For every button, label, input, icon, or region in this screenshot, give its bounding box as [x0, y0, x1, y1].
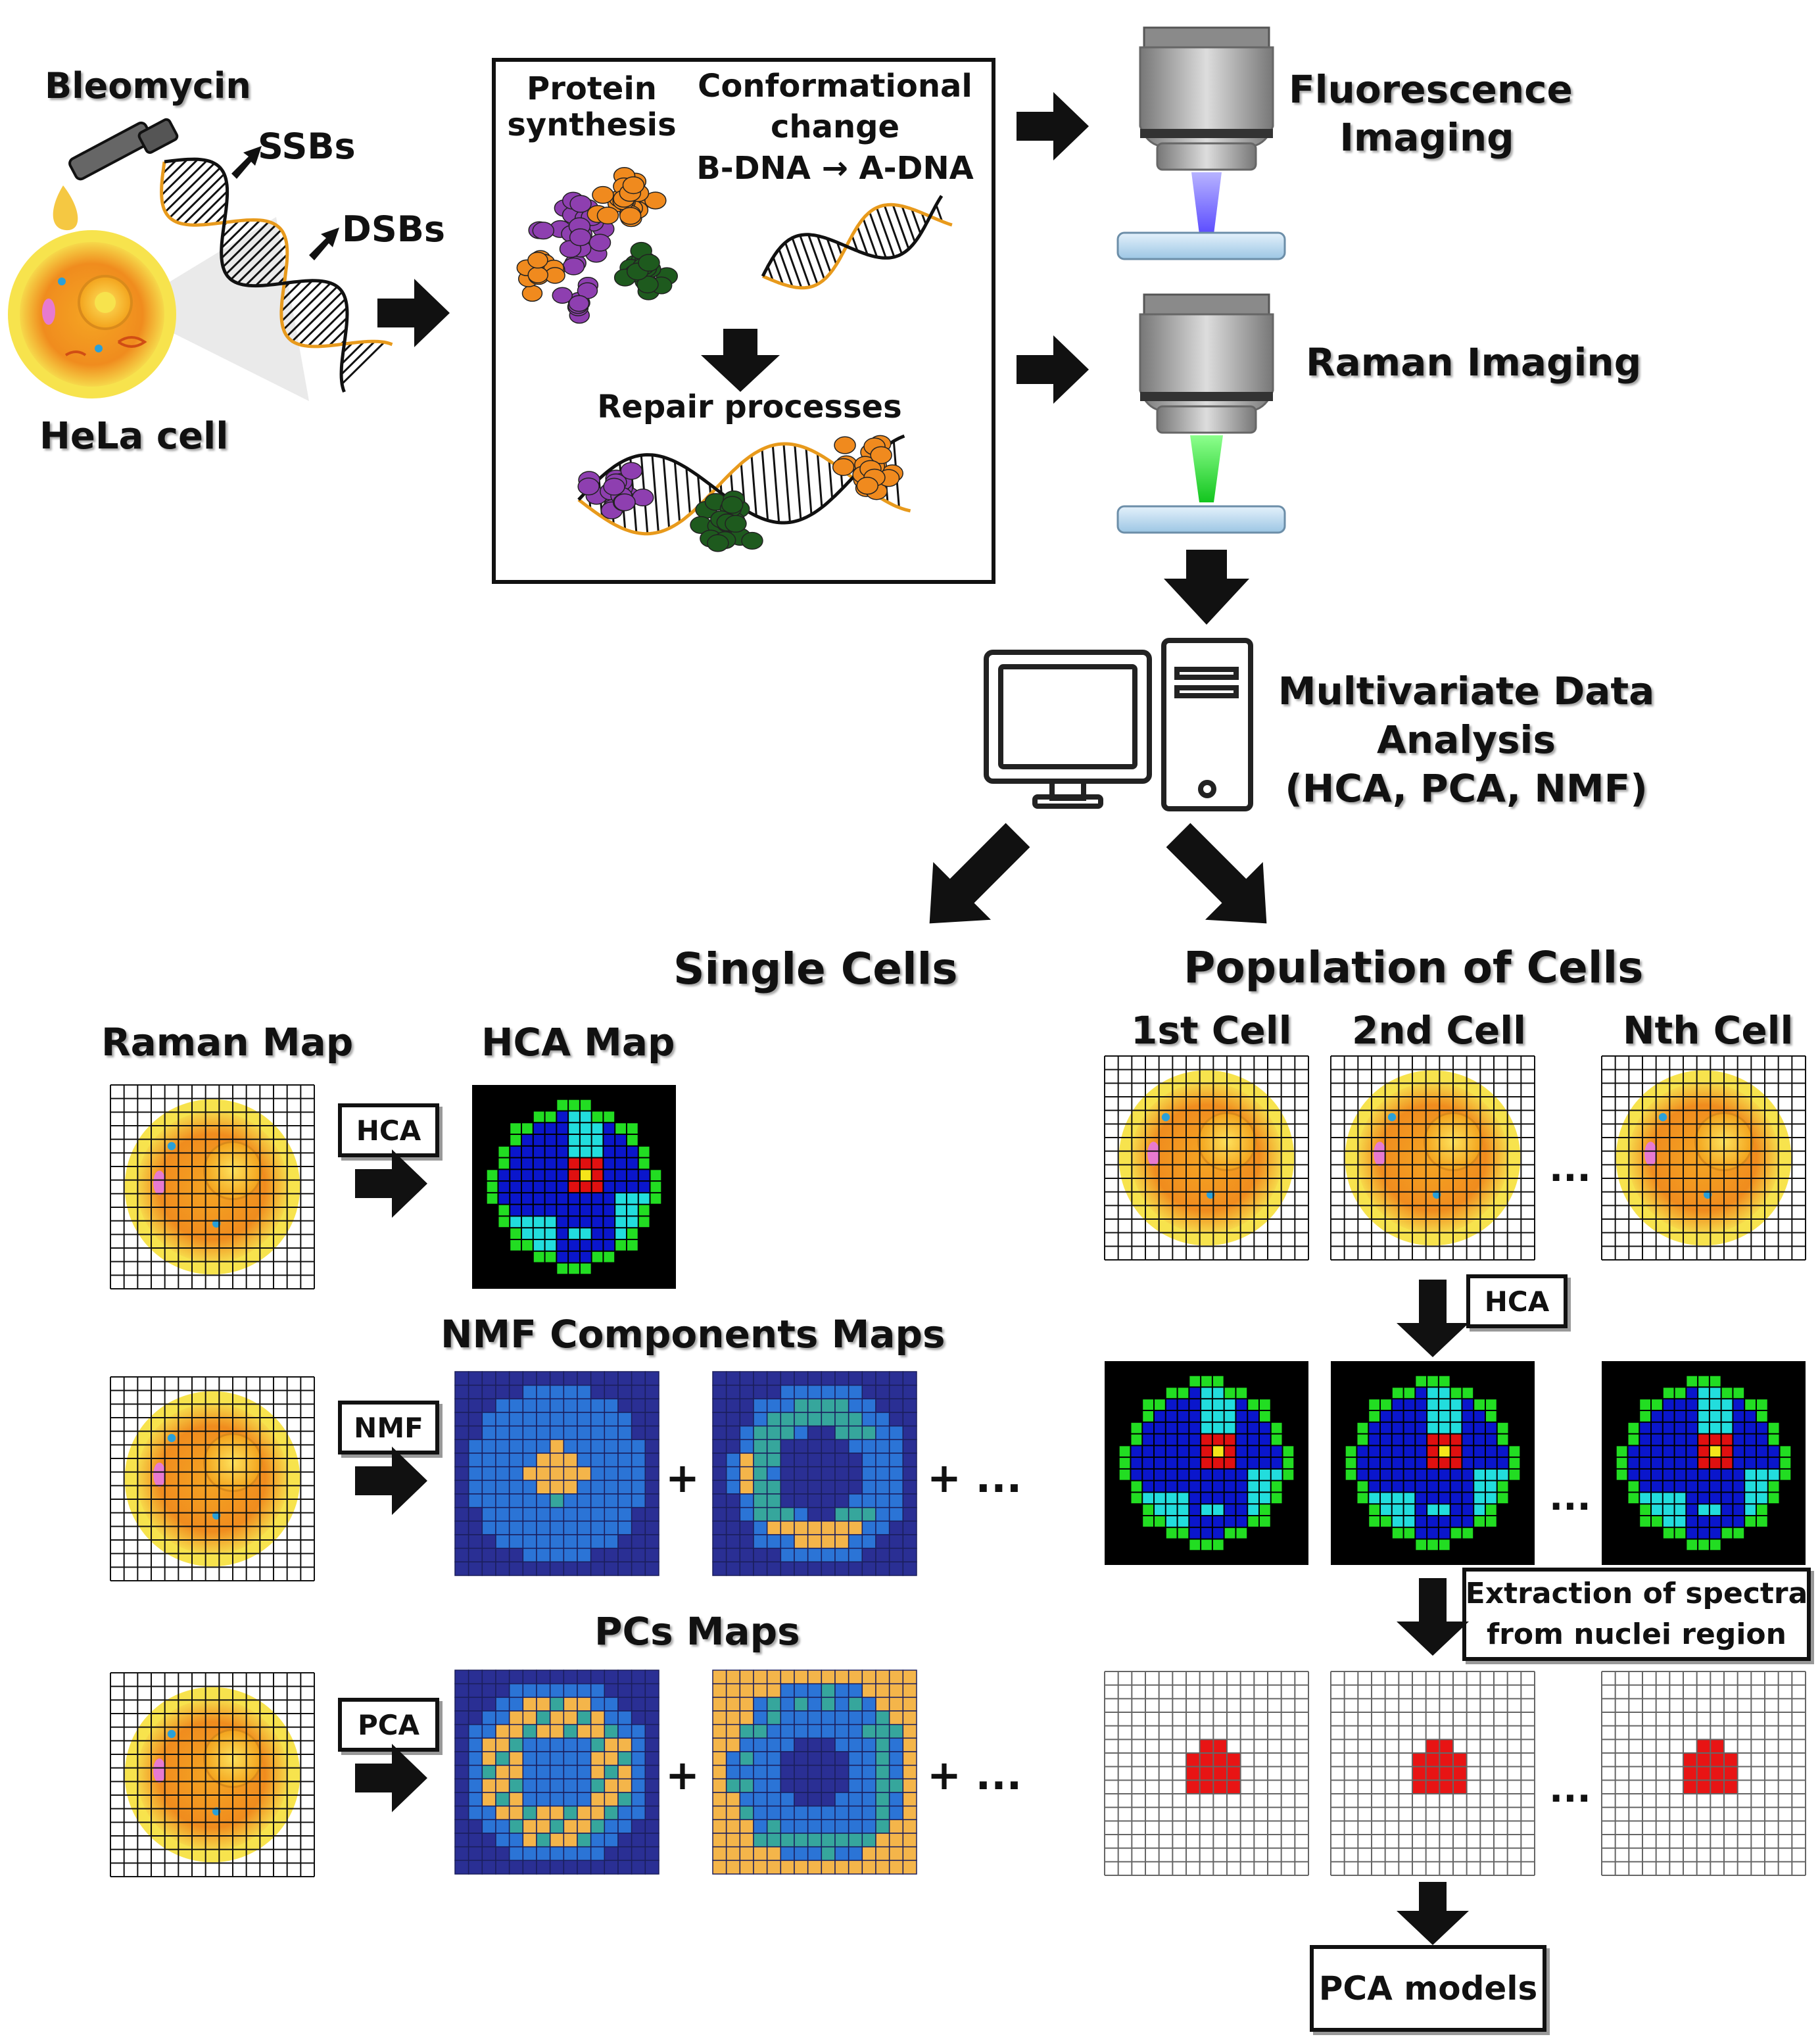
ssbs-pointer-arrow: [231, 146, 262, 179]
raman-map-pca-row: [110, 1672, 315, 1877]
arrow-to-population: [1166, 823, 1267, 924]
population-hca-map-2: [1331, 1361, 1535, 1565]
arrow-to-raman: [1017, 335, 1089, 404]
raman-objective-icon: [1116, 293, 1286, 534]
raman-imaging-label: Raman Imaging: [1306, 340, 1642, 385]
conformational-change-label: Conformational change B-DNA → A-DNA: [696, 68, 974, 187]
fluorescence-objective-icon: [1116, 26, 1286, 260]
ellipsis-row1: ...: [1549, 1147, 1591, 1190]
extraction-tag: Extraction of spectra from nuclei region: [1462, 1568, 1811, 1661]
hca-arrow: [355, 1149, 427, 1218]
arrow-to-single-cells: [929, 823, 1030, 924]
repair-down-arrow: [701, 329, 780, 392]
protein-synthesis-label: Protein synthesis: [507, 70, 677, 144]
raman-map-hca-row: [110, 1084, 315, 1289]
repair-processes-label: Repair processes: [597, 389, 902, 425]
population-hca-map-1: [1105, 1361, 1308, 1565]
arrow-to-computer: [1164, 550, 1249, 625]
nmf-component-1: [454, 1371, 659, 1576]
hela-cell-label: HeLa cell: [39, 415, 229, 458]
ellipsis-row2: ...: [1549, 1476, 1591, 1519]
nmf-component-2: [712, 1371, 917, 1576]
a-dna-helix-icon: [761, 195, 953, 290]
nmf-arrow: [355, 1447, 427, 1515]
population-raman-map-2: [1330, 1055, 1535, 1261]
pc-map-2: [712, 1670, 917, 1875]
hca-map-single: [472, 1085, 676, 1289]
hca-tag-population: HCA: [1466, 1274, 1568, 1328]
fluorescence-beam: [1191, 172, 1222, 234]
pcs-plus: +: [665, 1751, 700, 1799]
dna-helix-icon: [160, 157, 393, 393]
pcs-maps-title: PCs Maps: [594, 1609, 800, 1654]
pca-models-tag: PCA models: [1310, 1945, 1546, 2032]
nmf-plus-more: + ...: [927, 1454, 1022, 1502]
pca-arrow: [355, 1744, 427, 1812]
raman-map-nmf-row: [110, 1376, 315, 1581]
nuclei-map-1: [1104, 1671, 1309, 1876]
first-cell-label: 1st Cell: [1131, 1008, 1292, 1053]
nmf-tag: NMF: [338, 1401, 439, 1454]
dropper-icon: [53, 118, 179, 231]
hela-cell-icon: [8, 217, 309, 401]
ssbs-label: SSBs: [258, 126, 356, 167]
computer-icon: [984, 638, 1253, 811]
extraction-arrow: [1397, 1578, 1469, 1656]
pca-tag: PCA: [338, 1698, 439, 1752]
single-cells-heading: Single Cells: [673, 944, 958, 994]
nmf-plus: +: [665, 1454, 700, 1502]
nth-cell-label: Nth Cell: [1623, 1008, 1794, 1053]
nmf-components-title: NMF Components Maps: [441, 1312, 946, 1357]
population-hca-arrow: [1397, 1280, 1469, 1357]
nuclei-map-n: [1601, 1671, 1806, 1876]
pcs-plus-more: + ...: [927, 1751, 1022, 1799]
bleomycin-label: Bleomycin: [45, 65, 251, 107]
population-raman-map-1: [1104, 1055, 1309, 1261]
arrow-to-fluorescence: [1017, 92, 1089, 160]
dsbs-pointer-arrow: [309, 228, 339, 260]
raman-map-title: Raman Map: [101, 1020, 354, 1065]
second-cell-label: 2nd Cell: [1352, 1008, 1527, 1053]
fluorescence-imaging-label: Fluorescence Imaging: [1289, 67, 1573, 160]
population-hca-map-n: [1602, 1361, 1806, 1565]
hca-map-title: HCA Map: [481, 1020, 675, 1065]
pc-map-1: [454, 1670, 659, 1875]
multivariate-analysis-label: Multivariate Data Analysis (HCA, PCA, NM…: [1278, 669, 1655, 811]
raman-beam: [1190, 435, 1223, 502]
pca-models-arrow: [1397, 1882, 1469, 1945]
dsbs-label: DSBs: [342, 208, 446, 250]
population-raman-map-n: [1601, 1055, 1806, 1261]
nuclei-map-2: [1330, 1671, 1535, 1876]
protein-cluster-icon: [516, 166, 679, 324]
arrow-to-process: [377, 279, 450, 347]
population-heading: Population of Cells: [1184, 942, 1644, 993]
repair-complex-icon: [577, 434, 911, 552]
ellipsis-row3: ...: [1549, 1768, 1591, 1811]
hca-tag-single: HCA: [338, 1103, 439, 1157]
